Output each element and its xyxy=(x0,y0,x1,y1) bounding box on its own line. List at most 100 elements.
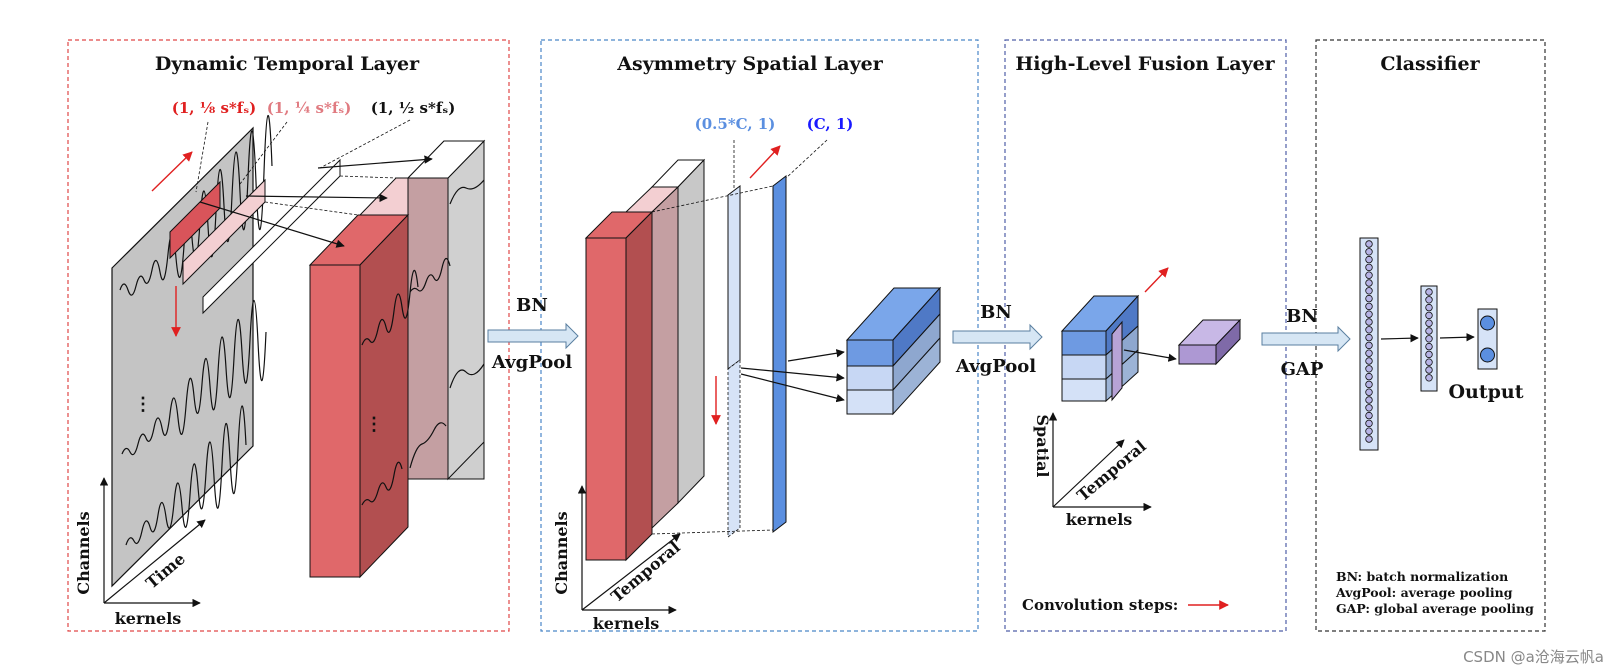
spatial-kernel-full-label: (C, 1) xyxy=(807,115,854,133)
projection-arrow-3 xyxy=(317,155,433,169)
neuron-node xyxy=(1365,341,1373,350)
spatial-arrow-2 xyxy=(740,367,845,382)
neuron-node xyxy=(1365,372,1373,381)
kernel-quarter-leader xyxy=(239,121,288,185)
neuron-node xyxy=(1365,255,1373,264)
spatial-arrow-3 xyxy=(740,373,845,403)
gap-label: GAP xyxy=(1281,359,1324,380)
feature-wave-mauve xyxy=(409,257,451,293)
avgpool-label-1: AvgPool xyxy=(491,352,572,373)
neuron-node xyxy=(1425,296,1433,304)
spatial-in-red-front xyxy=(585,237,627,561)
output-node-1 xyxy=(1480,315,1495,331)
neuron-node xyxy=(1425,342,1433,351)
temporal-layer-title: Dynamic Temporal Layer xyxy=(155,53,420,75)
dense-layer-2-nodes xyxy=(1425,288,1433,382)
neuron-node xyxy=(1425,319,1433,327)
dense-layer-1-nodes xyxy=(1365,240,1373,443)
step-arrow-up xyxy=(151,151,193,192)
fusion-axis-kernels-label: kernels xyxy=(1066,510,1133,529)
neuron-node xyxy=(1365,365,1373,373)
neuron-node xyxy=(1365,240,1373,248)
input-ellipsis: ⋮ xyxy=(134,394,152,415)
spatial-dash-bottom xyxy=(651,529,774,535)
spatial-kernel-full xyxy=(772,174,787,534)
transition-arrow-2 xyxy=(952,323,1043,351)
neuron-node xyxy=(1365,287,1373,295)
neuron-node xyxy=(1365,427,1373,435)
fusion-kernel xyxy=(1111,320,1123,402)
spatial-kernel-half xyxy=(727,185,741,370)
neuron-node xyxy=(1425,374,1433,382)
temporal-axis-channels-label: Channels xyxy=(74,511,93,594)
spatial-cube-front-1 xyxy=(846,339,894,367)
neuron-node xyxy=(1425,327,1433,335)
neuron-node xyxy=(1365,349,1373,357)
kernel-quarter-label: (1, ¼ s*fₛ) xyxy=(267,99,352,117)
feature-wave-gray xyxy=(449,179,485,205)
fusion-axis-temporal-label: Temporal xyxy=(1073,437,1150,505)
classifier-arrow-2 xyxy=(1439,333,1475,342)
neuron-node xyxy=(1425,303,1433,312)
spatial-dash-top xyxy=(651,185,774,213)
spatial-in-red-side xyxy=(625,210,653,562)
neuron-node xyxy=(1365,388,1373,396)
neuron-node xyxy=(1365,435,1373,443)
kernel-eighth-leader xyxy=(195,121,209,193)
neuron-node xyxy=(1365,357,1373,365)
spatial-axis-channels-label: Channels xyxy=(552,511,571,594)
bn-label-1: BN xyxy=(516,295,548,316)
feature-wave-mauve-2 xyxy=(409,422,447,469)
avgpool-label-2: AvgPool xyxy=(955,356,1036,377)
feature-wave-red-2 xyxy=(361,461,403,506)
spatial-in-pink-side xyxy=(651,185,679,530)
temporal-axis-time-label: Time xyxy=(142,549,189,593)
transition-arrow-3 xyxy=(1261,325,1351,353)
neuron-node xyxy=(1425,358,1433,366)
temporal-axis-kernels-label: kernels xyxy=(115,609,182,628)
neuron-node xyxy=(1365,326,1373,334)
projection-arrow-1 xyxy=(199,201,345,248)
bn-label-2: BN xyxy=(980,302,1012,323)
projection-dash-1 xyxy=(264,201,359,216)
projection-arrow-2 xyxy=(245,193,388,203)
fusion-arrow xyxy=(1123,349,1177,362)
fusion-step-arrow xyxy=(1144,267,1169,293)
fusion-out-front xyxy=(1178,344,1217,365)
spatial-arrow-1 xyxy=(787,349,845,362)
feature-ellipsis: ⋮ xyxy=(365,414,383,435)
feature-map-red-side xyxy=(359,213,409,579)
classifier-arrow-1 xyxy=(1380,334,1419,343)
fusion-axis-temporal xyxy=(1052,439,1125,508)
fusion-layer-frame xyxy=(1004,39,1287,632)
neuron-node xyxy=(1365,419,1373,428)
spatial-kernel-half-lower xyxy=(727,359,741,538)
kernel-eighth-label: (1, ⅛ s*fₛ) xyxy=(172,99,257,117)
output-node-2 xyxy=(1480,347,1495,363)
kernel-half-leader xyxy=(319,119,411,169)
fusion-cube-front-1 xyxy=(1061,330,1107,356)
temporal-axis-time xyxy=(103,519,206,604)
neuron-node xyxy=(1425,335,1433,343)
feature-map-red-front xyxy=(309,264,361,578)
spatial-layer-title: Asymmetry Spatial Layer xyxy=(616,53,883,75)
note-gap: GAP: global average pooling xyxy=(1336,601,1534,616)
neuron-node xyxy=(1365,302,1373,311)
neuron-node xyxy=(1365,310,1373,318)
neuron-node xyxy=(1365,404,1373,412)
neuron-node xyxy=(1365,271,1373,279)
neuron-node xyxy=(1365,333,1373,342)
neuron-node xyxy=(1365,318,1373,326)
spatial-axis-kernels-label: kernels xyxy=(593,614,660,633)
neuron-node xyxy=(1365,263,1373,272)
neuron-node xyxy=(1425,288,1433,296)
kernel-half-label: (1, ½ s*fₛ) xyxy=(371,99,456,117)
projection-dash-2 xyxy=(339,175,397,179)
spatial-cube-front-3 xyxy=(846,389,894,415)
neuron-node xyxy=(1365,411,1373,420)
neuron-node xyxy=(1365,380,1373,389)
feature-wave-gray-2 xyxy=(449,363,485,389)
spatial-in-gray-side xyxy=(677,158,705,505)
spatial-kernel-full-leader xyxy=(785,139,828,179)
